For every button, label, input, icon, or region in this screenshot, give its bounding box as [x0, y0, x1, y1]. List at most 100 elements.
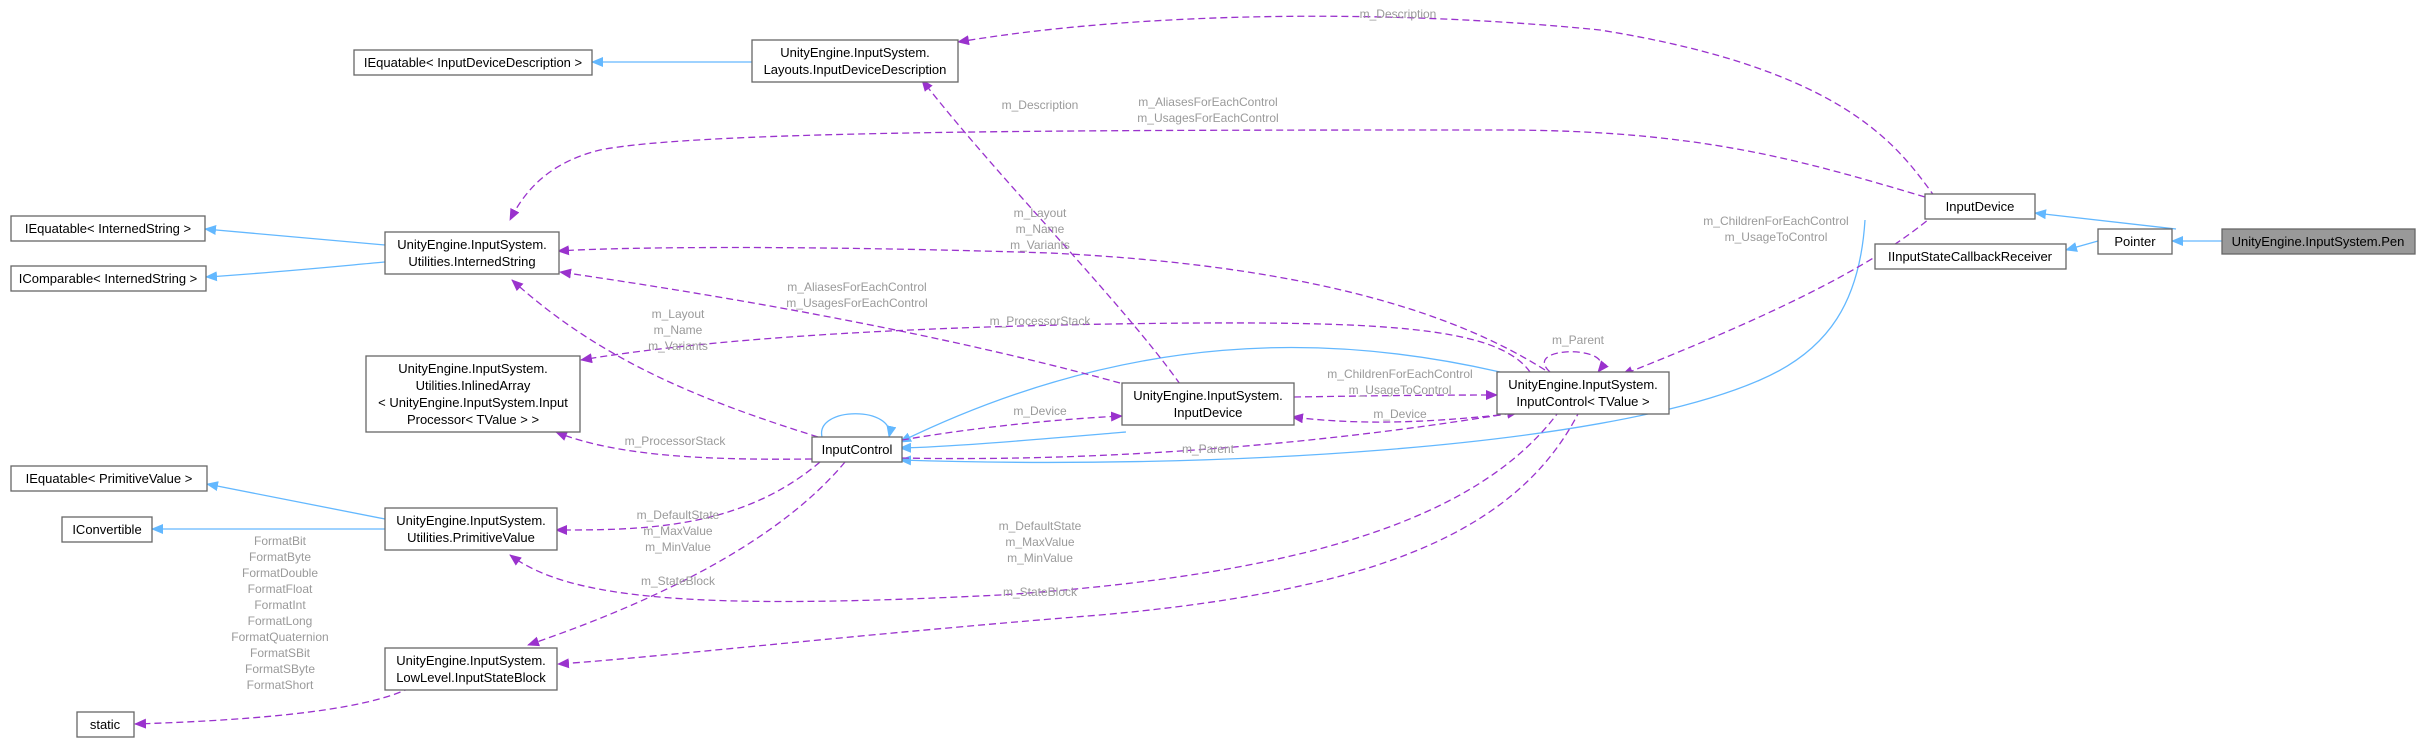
svg-text:LowLevel.InputStateBlock: LowLevel.InputStateBlock: [396, 670, 546, 685]
svg-text:FormatFloat: FormatFloat: [248, 582, 313, 596]
svg-text:< UnityEngine.InputSystem.Inpu: < UnityEngine.InputSystem.Input: [378, 395, 568, 410]
edge-inputcontrol-self: [821, 413, 897, 438]
svg-text:Pointer: Pointer: [2114, 234, 2156, 249]
edge-label-device-left: m_Device: [1013, 404, 1067, 418]
svg-text:m_MinValue: m_MinValue: [645, 540, 711, 554]
edge-controlTValue-layoutNameVariants: [557, 245, 1546, 371]
edge-inputcontrol-processorStack-bottom: [555, 431, 813, 460]
edge-label-state-block-bottom: m_StateBlock: [1003, 585, 1078, 599]
node-input-control[interactable]: InputControl: [811, 436, 903, 463]
edge-pointer-to-callbackreceiver: [2065, 240, 2099, 252]
svg-text:IEquatable< InputDeviceDescrip: IEquatable< InputDeviceDescription >: [364, 55, 582, 70]
svg-text:m_MinValue: m_MinValue: [1007, 551, 1073, 565]
node-static[interactable]: static: [76, 711, 135, 738]
edge-inputcontrol-stateblock-left: [527, 461, 846, 647]
svg-text:Utilities.PrimitiveValue: Utilities.PrimitiveValue: [407, 530, 535, 545]
edge-label-format-list: FormatBit FormatByte FormatDouble Format…: [231, 534, 328, 692]
svg-text:UnityEngine.InputSystem.: UnityEngine.InputSystem.: [1508, 377, 1658, 392]
edge-controlTValue-stateblock-bottom: [557, 409, 1581, 669]
edge-inputcontrol-primitive-left: [555, 461, 821, 535]
svg-text:UnityEngine.InputSystem.Pen: UnityEngine.InputSystem.Pen: [2232, 234, 2405, 249]
svg-text:m_Layout: m_Layout: [1014, 206, 1067, 220]
svg-text:IConvertible: IConvertible: [72, 522, 141, 537]
node-iequatable-input-device-description[interactable]: IEquatable< InputDeviceDescription >: [353, 49, 593, 76]
svg-text:m_UsageToControl: m_UsageToControl: [1349, 383, 1452, 397]
svg-text:FormatQuaternion: FormatQuaternion: [231, 630, 328, 644]
edge-label-default-max-min-left: m_DefaultState m_MaxValue m_MinValue: [637, 508, 720, 554]
edge-inputdevice-children-usage: [1621, 213, 1936, 376]
edge-label-default-max-min-bottom: m_DefaultState m_MaxValue m_MinValue: [999, 519, 1082, 565]
edge-label-processor-stack-top: m_ProcessorStack: [990, 314, 1092, 328]
edge-inputcontrol-device-left: [901, 411, 1123, 441]
node-iinput-state-callback-receiver[interactable]: IInputStateCallbackReceiver: [1874, 243, 2067, 270]
svg-text:IEquatable< PrimitiveValue >: IEquatable< PrimitiveValue >: [26, 471, 193, 486]
svg-text:FormatSBit: FormatSBit: [250, 646, 311, 660]
svg-text:m_DefaultState: m_DefaultState: [999, 519, 1082, 533]
edge-pointer-to-inputdevice: [2034, 209, 2177, 230]
node-pointer[interactable]: Pointer: [2097, 228, 2173, 255]
node-iequatable-primitive-value[interactable]: IEquatable< PrimitiveValue >: [10, 465, 208, 492]
edge-stateblock-static: [134, 681, 421, 729]
edge-label-aliases-usages-top: m_AliasesForEachControl m_UsagesForEachC…: [1137, 95, 1278, 125]
node-pen[interactable]: UnityEngine.InputSystem.Pen: [2221, 228, 2416, 255]
svg-text:m_AliasesForEachControl: m_AliasesForEachControl: [1138, 95, 1277, 109]
edge-label-description-mid: m_Description: [1002, 98, 1079, 112]
edge-inputdevicefull-to-inputcontrol: [899, 431, 1127, 453]
edge-label-parent-self: m_Parent: [1552, 333, 1605, 347]
edge-controlTValue-primitive-bottom: [509, 409, 1561, 603]
edge-label-layout-name-variants-top: m_Layout m_Name m_Variants: [1010, 206, 1070, 252]
node-icomparable-interned-string[interactable]: IComparable< InternedString >: [10, 265, 207, 292]
svg-text:Utilities.InternedString: Utilities.InternedString: [408, 254, 535, 269]
svg-text:UnityEngine.InputSystem.: UnityEngine.InputSystem.: [396, 513, 546, 528]
edge-label-aliases-usages-mid: m_AliasesForEachControl m_UsagesForEachC…: [786, 280, 927, 310]
svg-text:Utilities.InlinedArray: Utilities.InlinedArray: [416, 378, 531, 393]
svg-text:InputDevice: InputDevice: [1174, 405, 1243, 420]
svg-text:FormatBit: FormatBit: [254, 534, 307, 548]
node-primitive-value[interactable]: UnityEngine.InputSystem. Utilities.Primi…: [384, 507, 558, 551]
edge-inputdevice-description-top: [957, 15, 1936, 198]
node-interned-string[interactable]: UnityEngine.InputSystem. Utilities.Inter…: [384, 231, 560, 275]
svg-text:UnityEngine.InputSystem.: UnityEngine.InputSystem.: [1133, 388, 1283, 403]
svg-text:m_AliasesForEachControl: m_AliasesForEachControl: [787, 280, 926, 294]
svg-text:m_Layout: m_Layout: [652, 307, 705, 321]
svg-text:Layouts.InputDeviceDescription: Layouts.InputDeviceDescription: [764, 62, 947, 77]
edge-label-description-top: m_Description: [1360, 7, 1437, 21]
svg-text:InputControl< TValue >: InputControl< TValue >: [1516, 394, 1649, 409]
edge-label-processor-stack-bottom: m_ProcessorStack: [625, 434, 727, 448]
edge-label-children-usage-right: m_ChildrenForEachControl m_UsageToContro…: [1703, 214, 1848, 244]
svg-text:FormatLong: FormatLong: [248, 614, 313, 628]
svg-text:FormatSByte: FormatSByte: [245, 662, 315, 676]
edge-inputcontrol-parent-bottom: [901, 408, 1519, 460]
node-iequatable-interned-string[interactable]: IEquatable< InternedString >: [10, 215, 206, 242]
edge-inputdevicefull-aliases-mid: [559, 268, 1121, 384]
svg-text:m_MaxValue: m_MaxValue: [1005, 535, 1074, 549]
svg-text:Processor< TValue > >: Processor< TValue > >: [407, 412, 539, 427]
svg-text:IComparable< InternedString >: IComparable< InternedString >: [19, 271, 198, 286]
svg-text:UnityEngine.InputSystem.: UnityEngine.InputSystem.: [396, 653, 546, 668]
edge-label-parent-bottom: m_Parent: [1182, 442, 1235, 456]
node-input-state-block[interactable]: UnityEngine.InputSystem. LowLevel.InputS…: [384, 647, 558, 691]
svg-text:m_Name: m_Name: [654, 323, 703, 337]
node-input-device-description[interactable]: UnityEngine.InputSystem. Layouts.InputDe…: [751, 39, 959, 83]
svg-text:m_UsagesForEachControl: m_UsagesForEachControl: [786, 296, 927, 310]
svg-text:m_UsageToControl: m_UsageToControl: [1725, 230, 1828, 244]
svg-text:FormatShort: FormatShort: [247, 678, 314, 692]
node-input-control-tvalue[interactable]: UnityEngine.InputSystem. InputControl< T…: [1496, 371, 1670, 415]
edge-inputdevicefull-description: [921, 79, 1181, 385]
svg-text:m_DefaultState: m_DefaultState: [637, 508, 720, 522]
edge-inputdevice-aliases-top: [509, 129, 1926, 221]
edge-internedString-to-iequatable: [204, 225, 386, 246]
node-inlined-array[interactable]: UnityEngine.InputSystem. Utilities.Inlin…: [365, 355, 581, 433]
node-iconvertible[interactable]: IConvertible: [61, 516, 153, 543]
edge-label-device-right: m_Device: [1373, 407, 1427, 421]
svg-text:m_Name: m_Name: [1016, 222, 1065, 236]
node-input-device-full[interactable]: UnityEngine.InputSystem. InputDevice: [1121, 382, 1295, 426]
edge-inputDevice-to-inputcontrol: [899, 219, 1866, 466]
edge-controlTValue-parent-self: [1543, 351, 1609, 373]
node-input-device[interactable]: InputDevice: [1924, 193, 2036, 220]
edge-label-state-block-left: m_StateBlock: [641, 574, 716, 588]
svg-text:FormatByte: FormatByte: [249, 550, 311, 564]
edge-controlTValue-processorStack-top: [580, 322, 1531, 373]
edge-inputcontrol-layoutNameVariants-left: [511, 279, 819, 438]
